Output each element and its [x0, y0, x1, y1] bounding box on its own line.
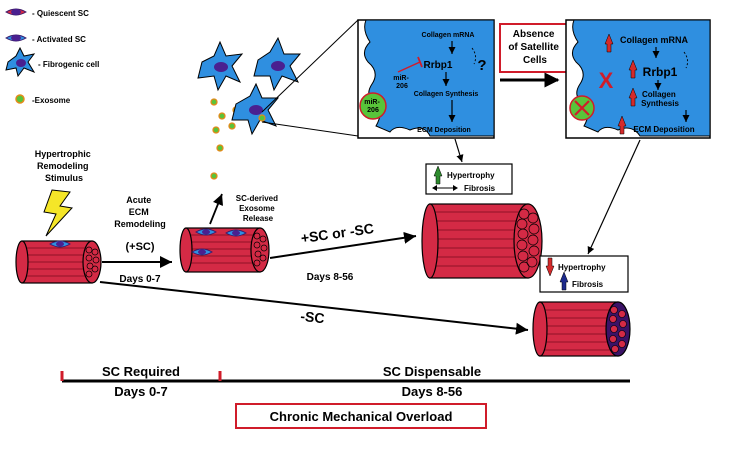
fibrogenic-cluster — [197, 36, 302, 136]
activated-sc-icon — [5, 34, 27, 42]
up-arrow-collagen-mrna — [604, 33, 614, 53]
fibrogenic-cell-a — [197, 40, 244, 92]
absence-box: Absence of Satellite Cells — [499, 23, 571, 73]
muscle-acute — [179, 227, 270, 273]
muscle-hypertrophied — [421, 203, 543, 279]
fibrogenic-cell-b — [253, 36, 302, 92]
stimulus-label: Hypertrophic Remodeling Stimulus — [35, 149, 94, 183]
legend: - Quiescent SC - Activated SC - Fibrogen… — [5, 8, 99, 105]
up-arrow-ecm-deposition — [617, 115, 627, 135]
arrow-sc-path — [269, 231, 417, 259]
days-0-7-label: Days 0-7 — [119, 274, 161, 285]
timeline-phase2: SC Dispensable — [383, 364, 481, 379]
chronic-overload-label: Chronic Mechanical Overload — [270, 409, 453, 424]
timeline: SC Required Days 0-7 SC Dispensable Days… — [60, 364, 630, 399]
timeline-phase1-days: Days 0-7 — [114, 384, 167, 399]
inset-right-ecm-deposition: ECM Deposition — [633, 125, 694, 134]
outcome-nosc-box: Hypertrophy Fibrosis — [539, 255, 629, 293]
days-8-56-label: Days 8-56 — [307, 272, 354, 283]
exosome-release-label: SC-derived Exosome Release — [236, 194, 280, 223]
outcome-sc-box: Hypertrophy Fibrosis — [425, 163, 513, 195]
inset-right-collagen-synthesis: Collagen Synthesis — [641, 90, 679, 108]
mir206-inhibition-line — [397, 61, 421, 73]
timeline-phase2-days: Days 8-56 — [402, 384, 463, 399]
outcome-nosc-hypertrophy: Hypertrophy — [558, 263, 606, 272]
inset-left: Collagen mRNA ? Rrbp1 miR- 206 miR- 206 … — [357, 19, 495, 139]
muscle-fibrotic — [532, 301, 631, 357]
inset-left-mir206-label: miR- 206 — [393, 75, 411, 90]
fibrogenic-cell-icon — [5, 46, 36, 78]
arrow-left-inset-to-outcome — [454, 138, 464, 163]
inset-left-exosome: miR- 206 — [359, 92, 387, 120]
arrow-nosc-path — [99, 281, 529, 335]
quiescent-sc-icon — [5, 8, 27, 16]
inset-right-collagen-mrna: Collagen mRNA — [620, 35, 689, 45]
inset-left-question: ? — [477, 57, 486, 74]
inset-right-x-mark: X — [599, 68, 614, 93]
arrow-exosome-release — [209, 193, 224, 225]
inset-left-ecm-deposition: ECM Deposition — [417, 127, 471, 134]
muscle-initial — [15, 240, 102, 284]
exosome-icon — [15, 94, 25, 104]
activated-sc-on-muscle — [191, 228, 247, 256]
path-nosc-label: -SC — [300, 308, 326, 326]
inset-right-exosome-crossed — [569, 95, 595, 121]
svg-text:miR- 206: miR- 206 — [364, 99, 382, 114]
legend-quiescent-label: - Quiescent SC — [32, 9, 89, 18]
timeline-phase1: SC Required — [102, 364, 180, 379]
path-sc-label: +SC or -SC — [300, 220, 375, 246]
legend-exosome-label: -Exosome — [32, 96, 71, 105]
outcome-nosc-fibrosis: Fibrosis — [572, 280, 604, 289]
outcome-sc-fibrosis: Fibrosis — [464, 184, 496, 193]
up-arrow-rrbp1 — [628, 59, 638, 79]
arrow-right-inset-to-outcome — [587, 139, 641, 255]
inset-left-collagen-synthesis: Collagen Synthesis — [414, 91, 479, 98]
up-arrow-collagen-synthesis — [628, 87, 638, 107]
inset-left-rrbp1: Rrbp1 — [424, 60, 453, 71]
svg-text:Absence of Satellite: Absence of Satellite Cells — [508, 29, 561, 66]
fibrogenic-cell-c — [231, 82, 280, 136]
inset-left-collagen-mrna: Collagen mRNA — [422, 32, 475, 39]
lightning-bolt-icon — [43, 189, 73, 237]
up-arrow-fibrosis-blue — [559, 271, 569, 291]
outcome-sc-hypertrophy: Hypertrophy — [447, 171, 495, 180]
inset-right-rrbp1: Rrbp1 — [643, 65, 678, 79]
inset-right: Collagen mRNA Rrbp1 X Collagen Synthesis… — [565, 19, 711, 139]
zoom-line-bottom — [261, 121, 359, 137]
up-arrow-hypertrophy-green — [433, 165, 443, 185]
legend-activated-label: - Activated SC — [32, 35, 86, 44]
chronic-overload-box: Chronic Mechanical Overload — [235, 403, 487, 429]
down-arrow-hypertrophy-red — [545, 257, 555, 277]
acute-plus-sc: (+SC) — [125, 241, 154, 253]
acute-label: Acute ECM Remodeling — [114, 195, 166, 229]
zoom-line-top — [261, 19, 359, 113]
legend-fibrogenic-label: - Fibrogenic cell — [38, 60, 99, 69]
